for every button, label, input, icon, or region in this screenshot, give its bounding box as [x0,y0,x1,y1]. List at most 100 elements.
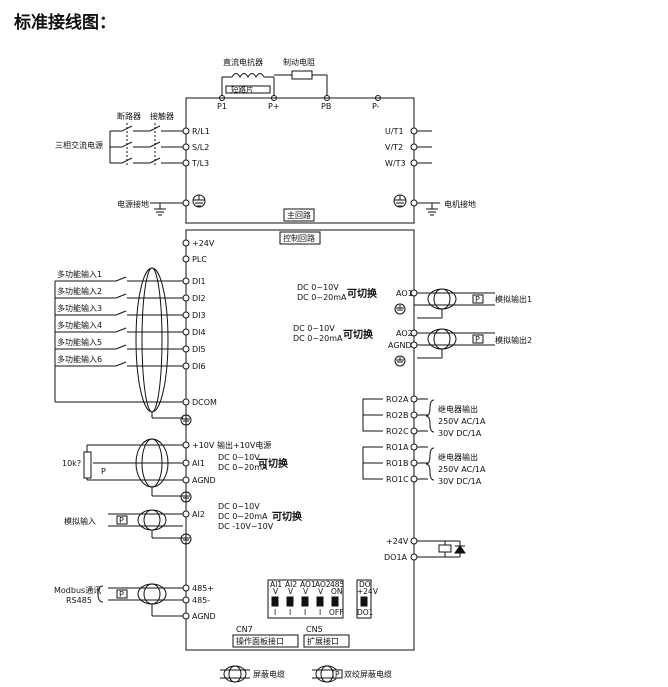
analog-output-1-label: 模拟输出1 [495,294,532,304]
ground-icon [180,491,192,503]
label-p-plus: P+ [268,102,280,111]
brake-resistor [291,70,313,80]
svg-text:250V AC/1A: 250V AC/1A [438,417,486,426]
svg-text:继电器输出: 继电器输出 [438,452,478,462]
terminal-ut1 [410,127,418,135]
svg-text:DC 0~10V: DC 0~10V [297,283,339,292]
cn5-label: CN5 [306,625,323,634]
svg-text:ON: ON [331,587,343,596]
ground-icon [394,303,406,315]
analog-outputs: DC 0~10V DC 0~20mA 可切换 AO1 P 模拟输出1 DC 0~… [293,283,532,367]
svg-text:V: V [318,587,324,596]
cn7-port-label: 操作面板接口 [236,636,284,646]
main-circuit-label: 主回路 [287,210,311,220]
svg-text:DI4: DI4 [192,328,206,337]
svg-text:RO1C: RO1C [386,475,409,484]
svg-text:AI1: AI1 [270,580,282,589]
svg-text:V: V [288,587,294,596]
svg-text:DC 0~10V: DC 0~10V [218,453,260,462]
terminal-rl1 [182,127,190,135]
label-sl2: S/L2 [192,143,209,152]
label-ai1: AI1 [192,459,205,468]
svg-text:DC -10V~10V: DC -10V~10V [218,522,274,531]
analog-inputs: +10V 输出+10V电源 AI1 DC 0~10V DC 0~20mA 可切换… [62,438,303,545]
svg-text:DI5: DI5 [192,345,206,354]
digital-output: +24V DO1A [384,537,466,562]
dc-bus-section: 直流电抗器 制动电阻 短路片 P1 P+ PB P- [217,57,381,111]
shorting-piece [225,85,271,94]
svg-text:DO1A: DO1A [384,553,408,562]
svg-text:DC 0~20mA: DC 0~20mA [218,512,268,521]
source-ground-label: 电源接地 [117,199,149,209]
control-circuit-label: 控制回路 [283,233,315,243]
motor-ground-label: 电机接地 [444,199,476,209]
pot-label: 10k? [62,459,81,468]
svg-text:DC 0~20mA: DC 0~20mA [218,463,268,472]
label-24v: +24V [192,239,215,248]
svg-text:V: V [273,587,279,596]
label-p-minus: P- [372,102,380,111]
rs485-comm: Modbus通讯 RS485 P 485+ 485- AGND [54,583,216,621]
relay-outputs: RO2A RO2B RO2C RO1A RO1B RO1C 继电器输出 250V… [362,395,486,486]
svg-text:30V DC/1A: 30V DC/1A [438,429,482,438]
svg-text:+24V: +24V [386,537,409,546]
svg-text:V: V [303,587,309,596]
legend-twisted-label: 双绞屏蔽电缆 [344,669,392,679]
label-pb: PB [321,102,331,111]
svg-text:DO: DO [359,580,371,589]
svg-text:可切换: 可切换 [258,457,289,470]
label-agnd-1: AGND [192,476,216,485]
dip-switches: AI1 AI2 AO1 AO2 485 V V V V ON I I I I O… [267,579,379,619]
page-title: 标准接线图： [14,13,116,33]
svg-text:P: P [119,590,124,599]
label-p1: P1 [217,102,227,111]
label-rl1: R/L1 [192,127,210,136]
svg-text:I: I [304,608,306,617]
svg-text:AGND: AGND [388,341,412,350]
power-output: U/T1 V/T2 W/T3 电机接地 [385,127,476,216]
ground-icon [393,194,407,208]
svg-text:I: I [289,608,291,617]
bottom-ports: CN7 操作面板接口 CN5 扩展接口 [232,625,350,648]
contactor-label: 接触器 [150,111,174,121]
svg-text:DI6: DI6 [192,362,206,371]
svg-text:I: I [319,608,321,617]
svg-text:485+: 485+ [192,584,214,593]
svg-text:DC 0~20mA: DC 0~20mA [293,334,343,343]
phase-lines [109,123,186,167]
svg-text:DI1: DI1 [192,277,206,286]
svg-text:P: P [475,335,480,344]
svg-text:OFF: OFF [329,608,344,617]
svg-text:AO1: AO1 [396,289,413,298]
ground-icon [180,533,192,545]
breaker-label: 断路器 [117,111,141,121]
label-10v: +10V [192,441,215,450]
ground-icon [394,355,406,367]
label-10v-note: 输出+10V电源 [217,440,271,450]
svg-text:可切换: 可切换 [347,287,378,300]
shield-cable [135,267,169,413]
terminal-pe-out [410,199,418,207]
svg-text:250V AC/1A: 250V AC/1A [438,465,486,474]
label-tl3: T/L3 [191,159,209,168]
svg-text:AO2: AO2 [315,580,331,589]
three-phase-label: 三相交流电源 [55,140,103,150]
svg-text:30V DC/1A: 30V DC/1A [438,477,482,486]
svg-text:RO2B: RO2B [386,411,408,420]
svg-text:AO1: AO1 [300,580,316,589]
analog-input-label: 模拟输入 [64,516,96,526]
svg-text:DI3: DI3 [192,311,206,320]
label-ai2: AI2 [192,510,205,519]
potentiometer [83,451,92,479]
svg-text:多功能输入1: 多功能输入1 [57,269,102,279]
svg-text:RO1A: RO1A [386,443,409,452]
svg-text:继电器输出: 继电器输出 [438,404,478,414]
svg-text:多功能输入2: 多功能输入2 [57,286,102,296]
ground-icon [192,194,206,208]
svg-text:DO1: DO1 [357,608,374,617]
